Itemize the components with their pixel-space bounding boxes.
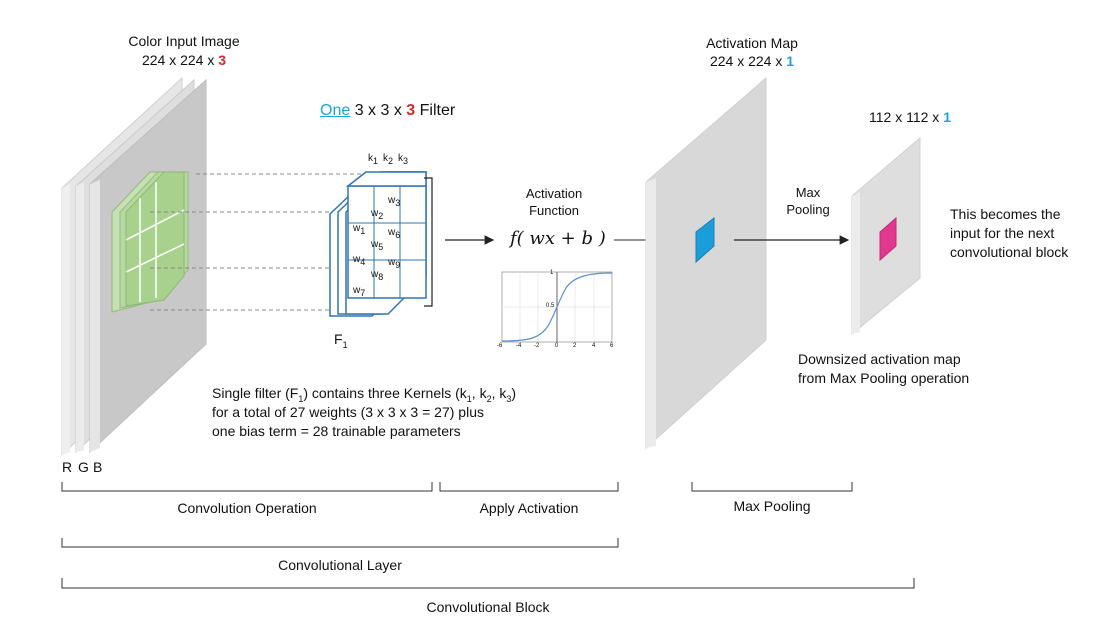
activation-formula: f( wx + b ) [510,228,606,249]
label-max-pooling: Max Pooling [733,498,811,514]
pooled-note-line2: input for the next [950,225,1055,241]
weight-w8: w8 [371,269,384,282]
activation-map-plate [645,76,767,450]
pooled-caption-line2: from Max Pooling operation [798,370,970,386]
input-image-stack [61,76,207,457]
pooled-dims: 112 x 112 x 1 [869,109,951,125]
description-line3: one bias term = 28 trainable parameters [212,423,461,439]
channel-g-label: G [78,459,89,475]
activation-map-title: Activation Map [706,35,798,51]
pooled-note-line3: convolutional block [950,244,1069,260]
activation-cell [695,216,715,264]
weight-w7: w7 [353,285,366,298]
filter-title: One 3 x 3 x 3 Filter [320,102,455,120]
pooled-caption-line1: Downsized activation map [798,351,961,367]
filter-title-suffix: Filter [415,102,456,119]
weight-w5: w5 [371,239,384,252]
activation-map-dims: 224 x 224 x 1 [709,53,795,69]
pooling-label-line2: Pooling [786,202,830,217]
plot-xtick-2: -2 [534,343,540,349]
description-line1: Single filter (F1) contains three Kernel… [212,385,517,404]
filter-name: F1 [334,331,348,350]
input-title: Color Input Image [128,33,240,49]
kernel-label-k2: k2 [383,153,394,166]
sigmoid-plot [501,271,613,343]
weight-w2: w2 [371,208,384,221]
weight-w6: w6 [388,227,401,240]
bracket-convolutional-layer [61,538,619,548]
plot-xtick-5: 4 [592,343,596,349]
label-convolution-operation: Convolution Operation [177,500,317,516]
label-convolutional-layer: Convolutional Layer [278,557,402,573]
filter-title-channels: 3 [406,102,416,119]
plot-xtick-1: -4 [516,343,522,349]
pooled-note-line1: This becomes the [950,206,1061,222]
pooled-cell [879,216,897,262]
plot-xtick-3: 0 [555,343,559,349]
weight-w4: w4 [353,254,366,267]
input-dims: 224 x 224 x 3 [104,51,264,69]
plot-xtick-6: 6 [610,343,614,349]
input-dims-prefix: 224 x 224 x [141,52,219,68]
label-convolutional-block: Convolutional Block [426,599,550,615]
bracket-convolution-operation [61,482,433,492]
sigmoid-curve [501,272,613,342]
plot-ytick-0-5: 0.5 [546,303,555,309]
plot-ytick-1: 1 [550,270,554,276]
filter-f1 [329,171,427,317]
pooled-map-plate [851,136,921,336]
bracket-convolutional-block [61,578,915,589]
receptive-field-patch [111,171,189,313]
weight-w1: w1 [353,223,366,236]
bracket-apply-activation [439,482,619,492]
activation-title-line2: Function [529,203,579,218]
bracket-max-pooling [691,482,853,492]
kernel-label-k3: k3 [398,153,409,166]
patch-to-filter-connectors [150,173,370,311]
description-line2: for a total of 27 weights (3 x 3 x 3 = 2… [212,404,484,420]
plot-xtick-4: 2 [573,343,577,349]
weight-w3: w3 [388,195,401,208]
pooling-label-line1: Max [795,185,821,200]
weight-w9: w9 [388,257,401,270]
plot-xtick-0: -6 [497,343,503,349]
filter-title-one: One [320,102,351,119]
channel-b-label: B [93,459,103,475]
brackets [61,482,915,589]
activation-title-line1: Activation [525,186,583,201]
filter-bracket [424,177,433,307]
label-apply-activation: Apply Activation [479,500,579,516]
filter-title-mid: 3 x 3 x [350,102,407,119]
input-dims-channels: 3 [218,52,227,68]
kernel-label-k1: k1 [368,153,379,166]
channel-r-label: R [62,459,73,475]
